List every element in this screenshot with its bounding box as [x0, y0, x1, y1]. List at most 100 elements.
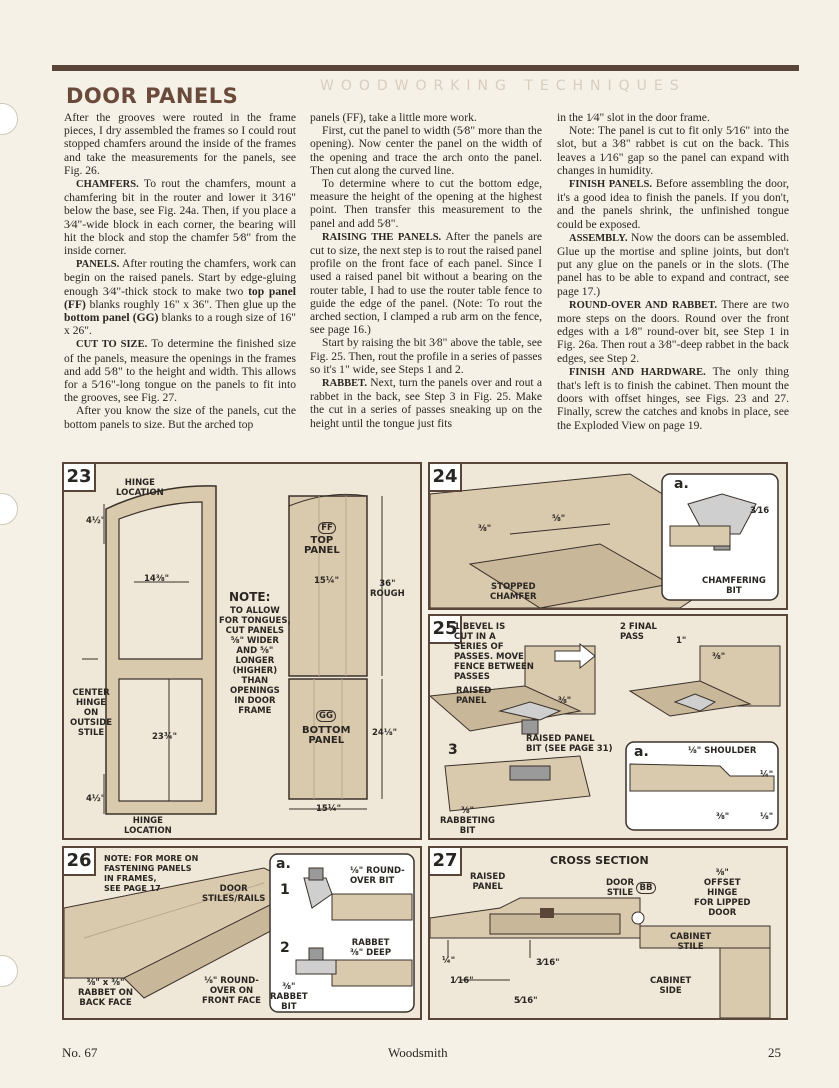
- label-dim-5-8: ⅝": [552, 514, 566, 524]
- paragraph: First, cut the panel to width (5⁄8" more…: [310, 124, 542, 177]
- subhead: PANELS.: [76, 259, 120, 271]
- paragraph-text: After routing the chamfers, work can beg…: [64, 257, 296, 298]
- paragraph: in the 1⁄4" slot in the door frame.: [557, 111, 710, 124]
- label-rabbet-bit: ⅜" RABBET BIT: [270, 982, 308, 1012]
- sub-figure-label: a.: [634, 744, 649, 760]
- label-dim-3-8c: ⅜": [716, 812, 730, 822]
- note-title: NOTE:: [229, 590, 271, 604]
- label-dim-3-8: ⅜": [558, 696, 572, 706]
- subhead: RABBET.: [322, 378, 368, 390]
- figure-25: 25 1 BEVEL IS CUT IN A SERIES OF PASSES.…: [428, 614, 788, 840]
- label-hinge-location-bottom: HINGE LOCATION: [124, 816, 172, 836]
- figure-27: 27 CROSS SECTION RAISED PANEL DOOR STILE…: [428, 846, 788, 1020]
- label-roundover-bit: ⅛" ROUND- OVER BIT: [350, 866, 405, 886]
- sub-figure-label: a.: [674, 476, 689, 492]
- label-dim-1-8: ⅛": [760, 812, 774, 822]
- paragraph-text: The only thing that's left is to finish …: [557, 364, 789, 432]
- part-tag-gg: GG: [316, 710, 336, 722]
- note-body: TO ALLOW FOR TONGUES, CUT PANELS ⅝" WIDE…: [219, 606, 291, 716]
- figure-number: 23: [64, 464, 96, 492]
- part-tag-bb: BB: [636, 882, 656, 894]
- header-rule: [52, 65, 799, 71]
- paragraph: After you know the size of the panels, c…: [64, 404, 296, 431]
- label-step-2: 2 FINAL PASS: [620, 622, 657, 642]
- paragraph: Note: The panel is cut to fit only 5⁄16"…: [557, 124, 789, 177]
- paragraph: RAISING THE PANELS. After the panels are…: [310, 230, 542, 337]
- paragraph: CHAMFERS. To rout the chamfers, mount a …: [64, 177, 296, 257]
- label-dim-3-8b: ⅜": [712, 652, 726, 662]
- footer-issue: No. 67: [62, 1045, 98, 1060]
- figure-24: 24 ⅜" ⅝" STOPPED CHAMFER a. 3⁄16 CHAMFER…: [428, 462, 788, 610]
- figure-number: 26: [64, 848, 96, 876]
- cross-section-title: CROSS SECTION: [550, 854, 649, 867]
- ghost-header-text: WOODWORKING TECHNIQUES: [320, 78, 686, 94]
- paragraph-text: blanks roughly 16" x 36". Then glue up t…: [89, 297, 297, 311]
- label-center-hinge: CENTER HINGE ON OUTSIDE STILE: [70, 688, 113, 738]
- paragraph-text: To rout the chamfers, mount a chamfering…: [64, 177, 296, 258]
- paragraph: Start by raising the bit 3⁄8" above the …: [310, 336, 542, 376]
- paragraph: CUT TO SIZE. To determine the finished s…: [64, 337, 296, 404]
- part-name: top panel (FF): [64, 284, 296, 311]
- label-dim-3-8: ⅜": [478, 524, 492, 534]
- label-rabbeting-bit: ⅜" RABBETING BIT: [440, 806, 495, 836]
- figure-24-drawing: [430, 473, 779, 608]
- label-door-stile: DOOR STILE: [606, 878, 635, 898]
- subhead: ASSEMBLY.: [569, 232, 628, 244]
- label-shoulder: ⅛" SHOULDER: [688, 746, 757, 756]
- paragraph: FINISH AND HARDWARE. The only thing that…: [557, 365, 789, 432]
- paragraph-text: Before assembling the door, it's a good …: [557, 177, 789, 231]
- label-step-1: 1 BEVEL IS CUT IN A SERIES OF PASSES. MO…: [454, 622, 534, 682]
- label-dim-36: 36" ROUGH: [370, 579, 405, 599]
- figure-27-drawing: [430, 897, 771, 1018]
- label-dim-1-16: 1⁄16": [450, 976, 474, 986]
- figure-number: 27: [430, 848, 462, 876]
- paragraph-text: Next, turn the panels over and rout a ra…: [310, 376, 543, 430]
- binder-hole-top: [0, 103, 18, 135]
- label-dim-width: 14⅜": [144, 574, 170, 584]
- figure-26: 26 NOTE: FOR MORE ON FASTENING PANELS IN…: [62, 846, 422, 1020]
- text-column-1: After the grooves were routed in the fra…: [64, 111, 296, 431]
- label-dim-top-width: 15¼": [314, 576, 340, 586]
- label-hinge-location-top: HINGE LOCATION: [116, 478, 164, 498]
- sub-figure-label: a.: [276, 856, 291, 872]
- paragraph-text: blanks to a rough size of 16" x 26".: [64, 311, 296, 338]
- label-rabbet-back: ⅜" x ⅜" RABBET ON BACK FACE: [78, 978, 133, 1008]
- paragraph: FINISH PANELS. Before assembling the doo…: [557, 177, 789, 231]
- figure-26-drawing: [64, 853, 415, 1013]
- paragraph: To determine where to cut the bottom edg…: [310, 177, 542, 230]
- figure-25-drawing: [430, 642, 781, 831]
- footer-magazine: Woodsmith: [388, 1045, 448, 1060]
- label-top-panel: TOP PANEL: [304, 535, 340, 556]
- label-dim-bottom: 4½": [86, 794, 106, 804]
- label-offset-hinge: ⅜" OFFSET HINGE FOR LIPPED DOOR: [694, 868, 751, 918]
- label-dim-1: 1": [676, 636, 687, 646]
- label-raised-panel: RAISED PANEL: [470, 872, 506, 892]
- text-column-2: panels (FF), take a little more work. Fi…: [310, 111, 542, 430]
- label-raised-panel: RAISED PANEL: [456, 686, 492, 706]
- paragraph: ROUND-OVER AND RABBET. There are two mor…: [557, 298, 789, 365]
- label-stopped-chamfer: STOPPED CHAMFER: [490, 582, 537, 602]
- label-dim-bottom-height: 24⅛": [372, 728, 398, 738]
- paragraph-text: Now the doors can be assembled. Glue up …: [557, 230, 790, 298]
- paragraph: ASSEMBLY. Now the doors can be assembled…: [557, 231, 789, 298]
- footer-page-number: 25: [768, 1045, 781, 1060]
- part-name: bottom panel (GG): [64, 311, 159, 325]
- paragraph-text: After the panels are cut to size, the ne…: [310, 229, 543, 337]
- subhead: FINISH AND HARDWARE.: [569, 366, 706, 378]
- subhead: ROUND-OVER AND RABBET.: [569, 299, 718, 311]
- paragraph: panels (FF), take a little more work.: [310, 111, 477, 124]
- label-cabinet-stile: CABINET STILE: [670, 932, 712, 952]
- label-dim-1-4: ¼": [442, 956, 456, 966]
- page-title: DOOR PANELS: [66, 84, 239, 108]
- subhead: CUT TO SIZE.: [76, 339, 148, 351]
- binder-hole-bottom: [0, 955, 18, 987]
- paragraph: RABBET. Next, turn the panels over and r…: [310, 376, 542, 430]
- label-cabinet-side: CABINET SIDE: [650, 976, 692, 996]
- label-roundover-front: ⅛" ROUND- OVER ON FRONT FACE: [202, 976, 261, 1006]
- label-step-1: 1: [280, 882, 290, 898]
- paragraph-text: There are two more steps on the doors. R…: [557, 297, 789, 365]
- binder-hole-middle: [0, 493, 18, 525]
- subhead: CHAMFERS.: [76, 179, 139, 191]
- figure-23: 23 HINGE LOCATION 4½" 14⅜" CENTER HINGE …: [62, 462, 422, 840]
- subhead: FINISH PANELS.: [569, 179, 653, 191]
